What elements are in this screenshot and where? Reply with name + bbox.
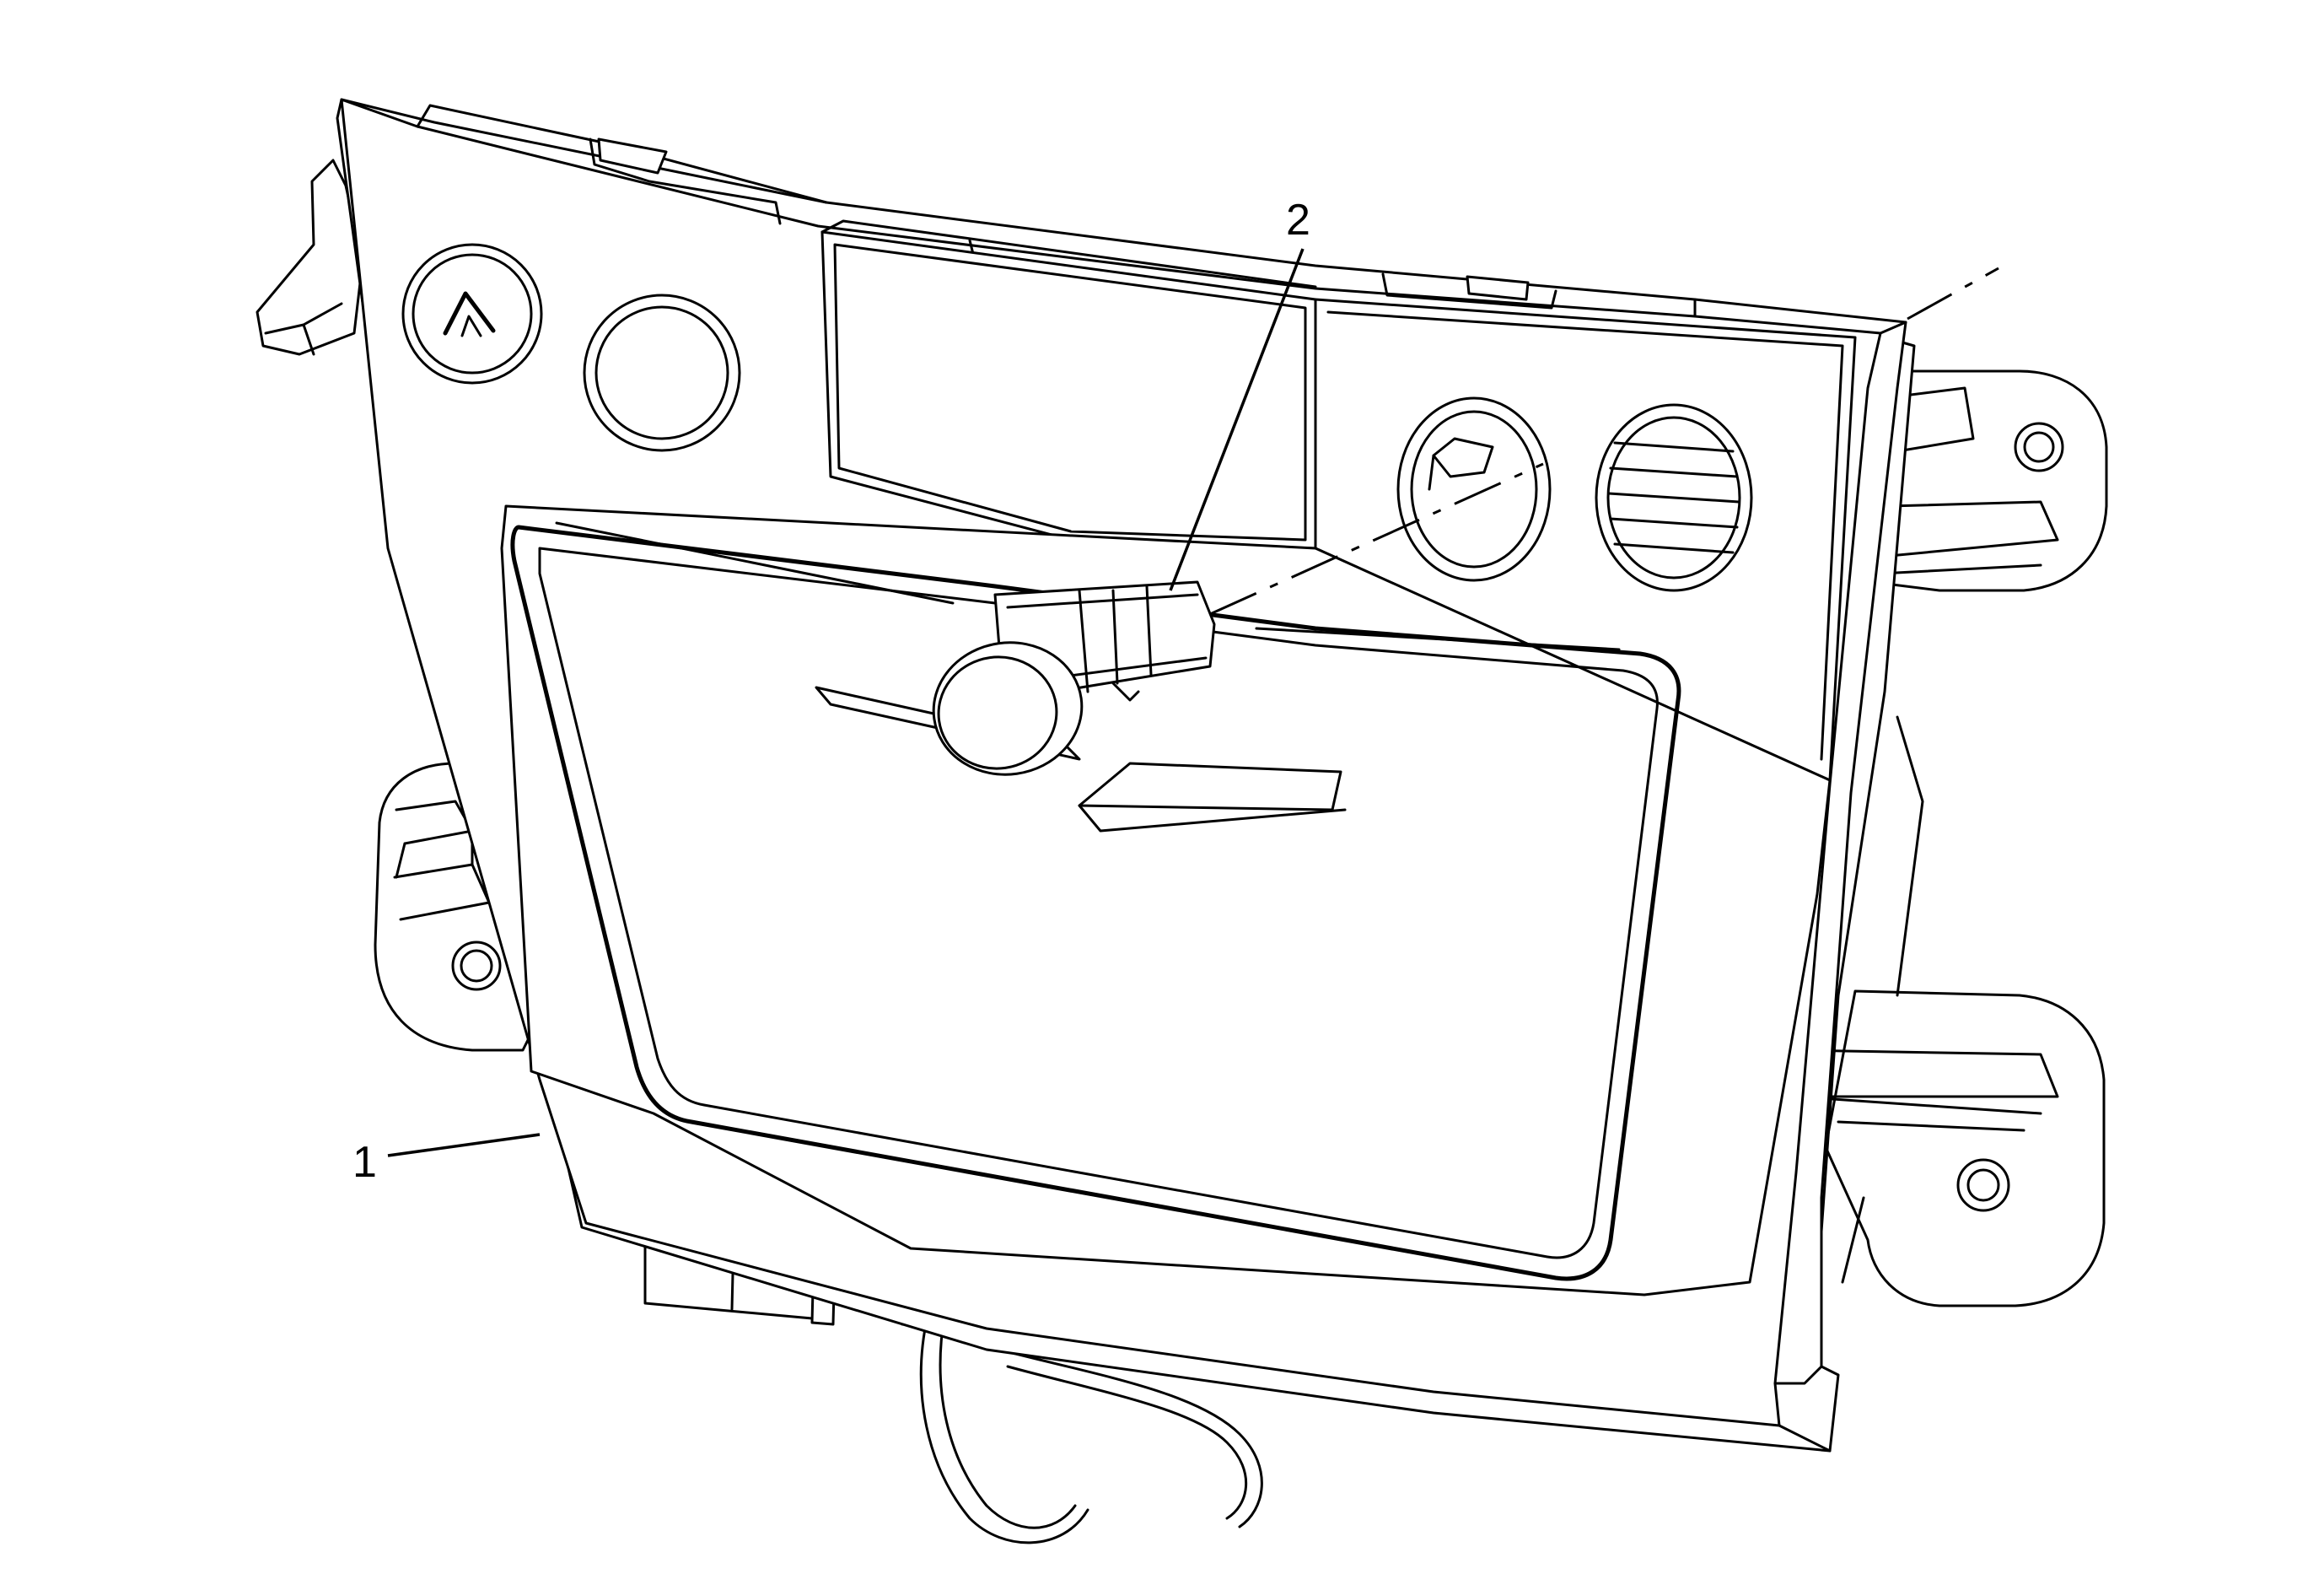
round-vent <box>1595 403 1753 592</box>
hazard-button <box>401 243 543 385</box>
power-outlet-insert <box>932 580 1216 776</box>
left-round-button <box>583 294 741 452</box>
callout-1-label: 1 <box>352 1138 377 1187</box>
wiring-harness <box>919 1314 1263 1544</box>
power-outlet-opening <box>1396 396 1552 582</box>
insertion-axis-line <box>1209 462 1544 616</box>
callout-2-label: 2 <box>1286 196 1310 245</box>
right-upper-bracket <box>1870 369 2108 592</box>
right-lower-bracket <box>1794 989 2106 1307</box>
right-reference-line <box>1907 267 1999 321</box>
callout-2-leader <box>1169 248 1305 591</box>
callout-1-leader <box>387 1133 541 1157</box>
